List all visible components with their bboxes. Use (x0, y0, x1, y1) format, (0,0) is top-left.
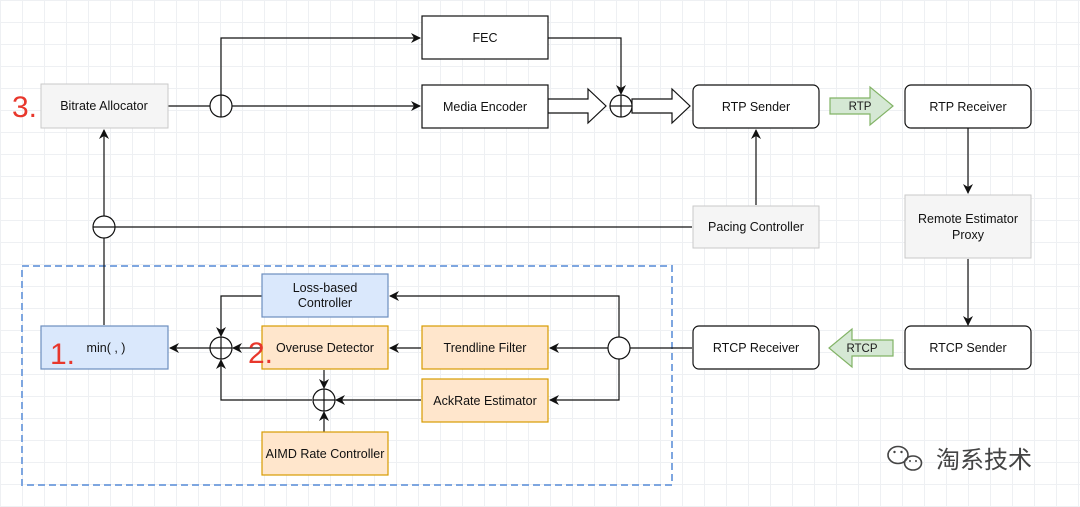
remote-estimator-proxy-label-line2: Proxy (952, 228, 985, 242)
pacing-controller-label: Pacing Controller (708, 220, 804, 234)
fec-node: FEC (421, 15, 549, 60)
hollow-arrow-sum-to-rtp-sender (631, 87, 691, 125)
sum-junction-g (312, 388, 336, 412)
rtcp-arrow (828, 327, 894, 369)
fec-label: FEC (473, 31, 498, 45)
loss-based-controller-node: Loss-based Controller (261, 273, 389, 318)
min-node: min( , ) (40, 325, 169, 370)
rtcp-receiver-node: RTCP Receiver (692, 325, 820, 370)
rtp-sender-label: RTP Sender (722, 100, 790, 114)
remote-estimator-proxy-label-line1: Remote Estimator (918, 212, 1018, 226)
split-junction-c (92, 215, 116, 239)
number-label-2: 2. (248, 337, 273, 370)
rtp-receiver-label: RTP Receiver (929, 100, 1006, 114)
rtcp-arrow-label: RTCP (846, 343, 877, 355)
split-junction-a (209, 94, 233, 118)
number-label-3: 3. (12, 91, 37, 124)
rtp-receiver-node: RTP Receiver (904, 84, 1032, 129)
ackrate-estimator-label: AckRate Estimator (433, 394, 537, 408)
aimd-rate-controller-label: AIMD Rate Controller (266, 447, 385, 461)
loss-based-controller-label-line2: Controller (298, 296, 352, 310)
remote-estimator-proxy-node: Remote Estimator Proxy (904, 194, 1032, 259)
rtcp-sender-node: RTCP Sender (904, 325, 1032, 370)
rtp-arrow-label: RTP (849, 101, 872, 113)
wechat-icon (887, 445, 923, 471)
sum-junction-f (209, 336, 233, 360)
ackrate-estimator-node: AckRate Estimator (421, 378, 549, 423)
sum-junction-b (609, 94, 633, 118)
gcc-group-boundary (21, 265, 673, 486)
rtp-sender-node: RTP Sender (692, 84, 820, 129)
hollow-arrow-encoder-to-sum (547, 87, 607, 125)
watermark-text: 淘系技术 (936, 446, 1032, 474)
bitrate-allocator-label: Bitrate Allocator (60, 99, 148, 113)
loss-based-controller-label-line1: Loss-based (293, 281, 358, 295)
rtcp-sender-label: RTCP Sender (929, 341, 1006, 355)
trendline-filter-node: Trendline Filter (421, 325, 549, 370)
bitrate-allocator-node: Bitrate Allocator (40, 83, 169, 129)
trendline-filter-label: Trendline Filter (444, 341, 527, 355)
connector-lines (99, 33, 973, 432)
pacing-controller-node: Pacing Controller (692, 205, 820, 249)
media-encoder-node: Media Encoder (421, 84, 549, 129)
overuse-detector-node: Overuse Detector (261, 325, 389, 370)
rtcp-receiver-label: RTCP Receiver (713, 341, 799, 355)
media-encoder-label: Media Encoder (443, 100, 527, 114)
rtp-arrow (829, 85, 894, 127)
number-label-1: 1. (50, 338, 75, 371)
overuse-detector-label: Overuse Detector (276, 341, 374, 355)
watermark: 淘系技术 (887, 445, 1032, 474)
aimd-rate-controller-node: AIMD Rate Controller (261, 431, 389, 476)
min-label: min( , ) (87, 341, 126, 355)
split-junction-e (607, 336, 631, 360)
